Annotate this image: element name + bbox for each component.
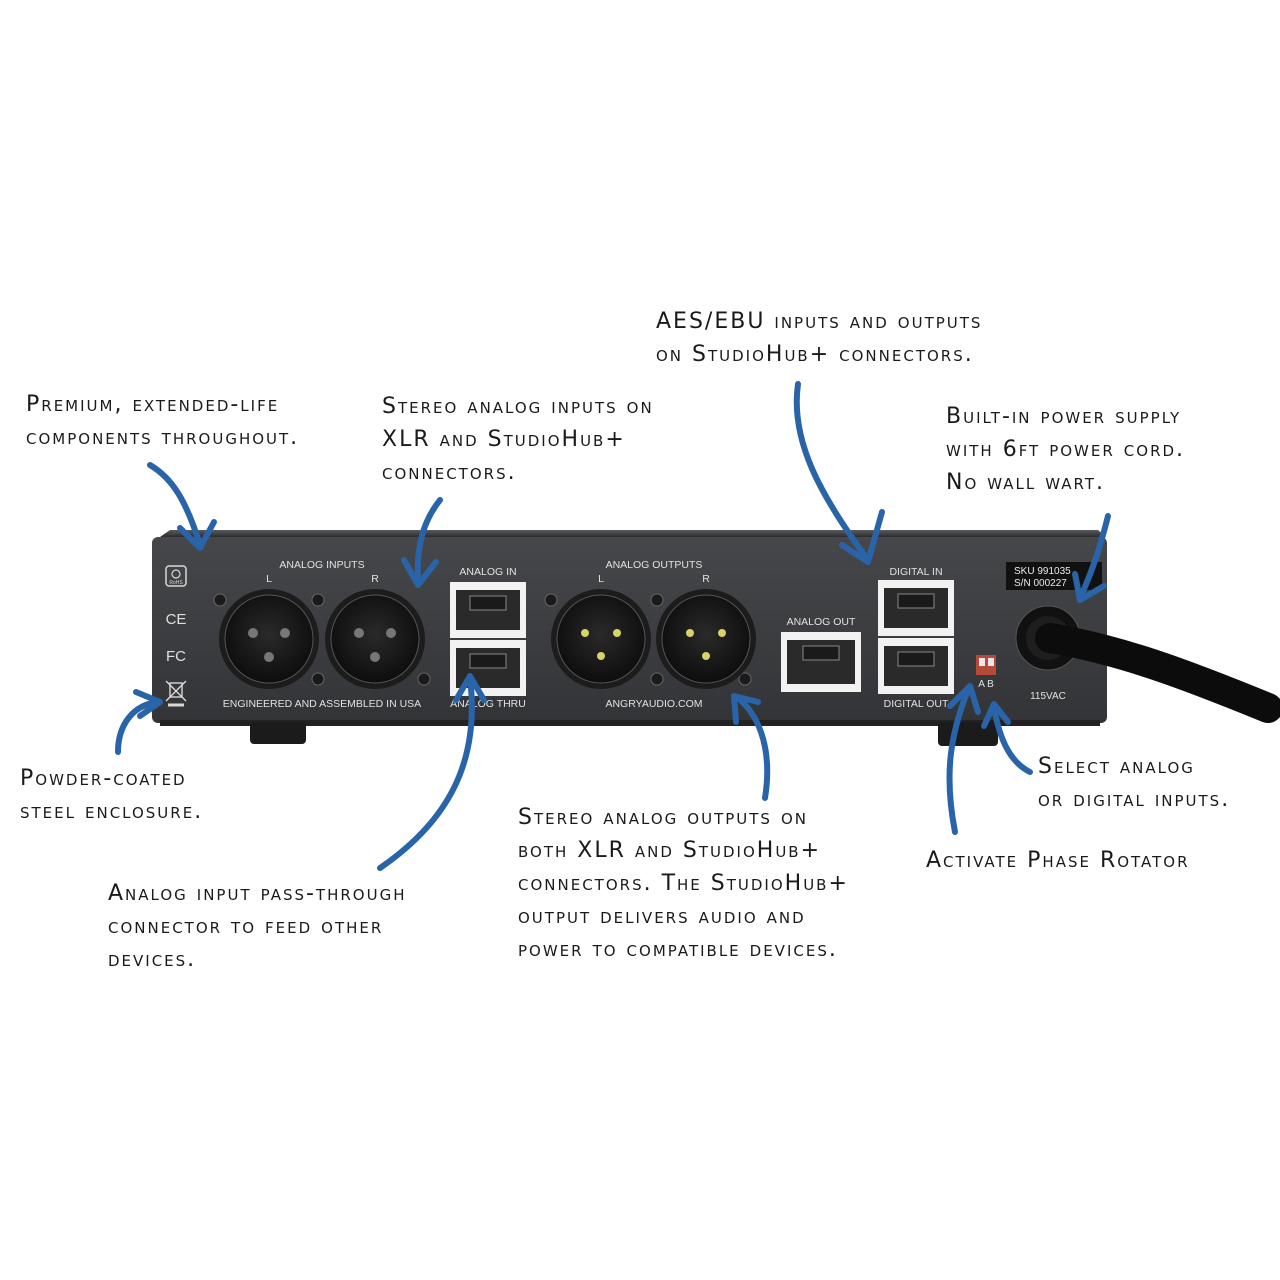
- analog-output-l-label: L: [598, 573, 604, 585]
- svg-text:S/N 000227: S/N 000227: [1014, 578, 1067, 589]
- analog-inputs-label: ANALOG INPUTS: [279, 559, 364, 571]
- weee-bin-icon: [165, 680, 187, 707]
- annotation-power-supply: Built-in power supply with 6ft power cor…: [946, 404, 1186, 495]
- ce-mark-icon: CE: [166, 611, 187, 628]
- arrow-phase-rotator: [946, 687, 971, 835]
- rj45-analog-out: [781, 632, 861, 692]
- annotation-powder-coated: Powder-coated steel enclosure.: [20, 766, 204, 824]
- foot-right: [938, 722, 998, 746]
- rj45-analog-in: [450, 582, 526, 638]
- arrow-powder-coated: [115, 699, 161, 755]
- arrow-aes-ebu: [793, 381, 871, 563]
- analog-output-r-label: R: [702, 573, 710, 585]
- arrow-select-inputs: [991, 705, 1033, 775]
- arrow-power-supply: [1077, 513, 1111, 601]
- analog-outputs-label: ANALOG OUTPUTS: [606, 559, 703, 571]
- engineered-label: ENGINEERED AND ASSEMBLED IN USA: [223, 698, 421, 710]
- sku-sticker: SKU 991035 S/N 000227: [1006, 562, 1102, 590]
- arrow-premium: [147, 462, 203, 548]
- fcc-mark-icon: FC: [166, 648, 186, 665]
- annotation-aes-ebu: AES/EBU inputs and outputs on StudioHub+…: [656, 309, 983, 367]
- annotation-select-inputs: Select analog or digital inputs.: [1038, 754, 1231, 812]
- xlr-input-right: [325, 589, 425, 689]
- annotation-phase-rotator: Activate Phase Rotator: [926, 848, 1190, 873]
- voltage-label: 115VAC: [1030, 691, 1066, 702]
- power-cord: [1035, 623, 1280, 723]
- annotation-premium: Premium, extended-life components throug…: [26, 392, 300, 450]
- annotation-pass-through: Analog input pass-through connector to f…: [108, 881, 407, 972]
- switch-ab-label: A B: [978, 679, 994, 690]
- svg-text:SKU 991035: SKU 991035: [1014, 566, 1071, 577]
- arrow-stereo-inputs: [414, 497, 443, 585]
- rj45-digital-in: [878, 580, 954, 636]
- website-label: ANGRYAUDIO.COM: [605, 698, 702, 710]
- panel-screws: [213, 593, 752, 686]
- foot-left: [250, 722, 306, 744]
- analog-input-r-label: R: [371, 573, 379, 585]
- analog-out-label: ANALOG OUT: [787, 616, 856, 628]
- arrow-stereo-outputs: [735, 695, 771, 801]
- xlr-output-right: [656, 589, 756, 689]
- digital-out-label: DIGITAL OUT: [884, 698, 949, 710]
- analog-input-l-label: L: [266, 573, 272, 585]
- annotation-arrows: [115, 381, 1111, 871]
- digital-in-label: DIGITAL IN: [889, 566, 942, 578]
- dip-switch: [976, 655, 996, 675]
- xlr-input-left: [219, 589, 319, 689]
- svg-text:RoHS: RoHS: [169, 580, 183, 586]
- device-lid: [160, 530, 1106, 537]
- annotation-stereo-outputs: Stereo analog outputs on both XLR and St…: [518, 805, 849, 962]
- xlr-output-left: [551, 589, 651, 689]
- analog-thru-label: ANALOG THRU: [450, 698, 526, 710]
- annotation-stereo-inputs: Stereo analog inputs on XLR and StudioHu…: [382, 394, 654, 485]
- rj45-digital-out: [878, 638, 954, 694]
- arrow-pass-through: [377, 675, 475, 871]
- rj45-analog-thru: [450, 640, 526, 696]
- rohs-icon: RoHS: [165, 565, 187, 587]
- analog-in-label: ANALOG IN: [459, 566, 516, 578]
